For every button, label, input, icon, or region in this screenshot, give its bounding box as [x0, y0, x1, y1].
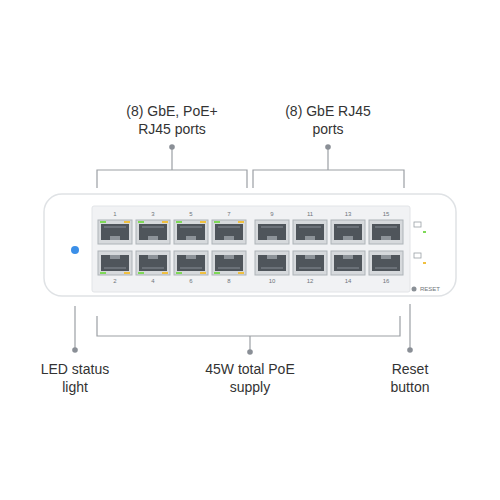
reset-text: RESET — [420, 286, 450, 293]
port-number: 11 — [302, 211, 318, 218]
status-led — [71, 246, 79, 254]
leader-dot — [72, 144, 413, 355]
callout-label: Reset button — [381, 360, 439, 396]
port-number: 7 — [221, 211, 237, 218]
reset-hole — [412, 287, 417, 292]
port-number: 13 — [340, 211, 356, 218]
port-panel — [92, 206, 410, 292]
port-group-label: (8) GbE, PoE+ RJ45 ports — [116, 102, 228, 138]
port-number: 12 — [302, 278, 318, 285]
bracket — [75, 147, 410, 352]
port-number: 8 — [221, 278, 237, 285]
port-number: 5 — [183, 211, 199, 218]
port-number: 4 — [145, 278, 161, 285]
switch-housing — [44, 194, 456, 296]
port-number: 10 — [264, 278, 280, 285]
port-number: 14 — [340, 278, 356, 285]
port-leds — [100, 221, 244, 274]
callout-label: 45W total PoE supply — [188, 360, 312, 396]
port-number: 15 — [378, 211, 394, 218]
port-number: 6 — [183, 278, 199, 285]
port-number: 9 — [264, 211, 280, 218]
port-number: 16 — [378, 278, 394, 285]
port-group-label: (8) GbE RJ45 ports — [277, 102, 379, 138]
port-number: 3 — [145, 211, 161, 218]
port-row — [98, 220, 403, 275]
port-number: 1 — [107, 211, 123, 218]
port-number: 2 — [107, 278, 123, 285]
indicator-icons — [414, 222, 426, 264]
callout-label: LED status light — [33, 360, 117, 396]
